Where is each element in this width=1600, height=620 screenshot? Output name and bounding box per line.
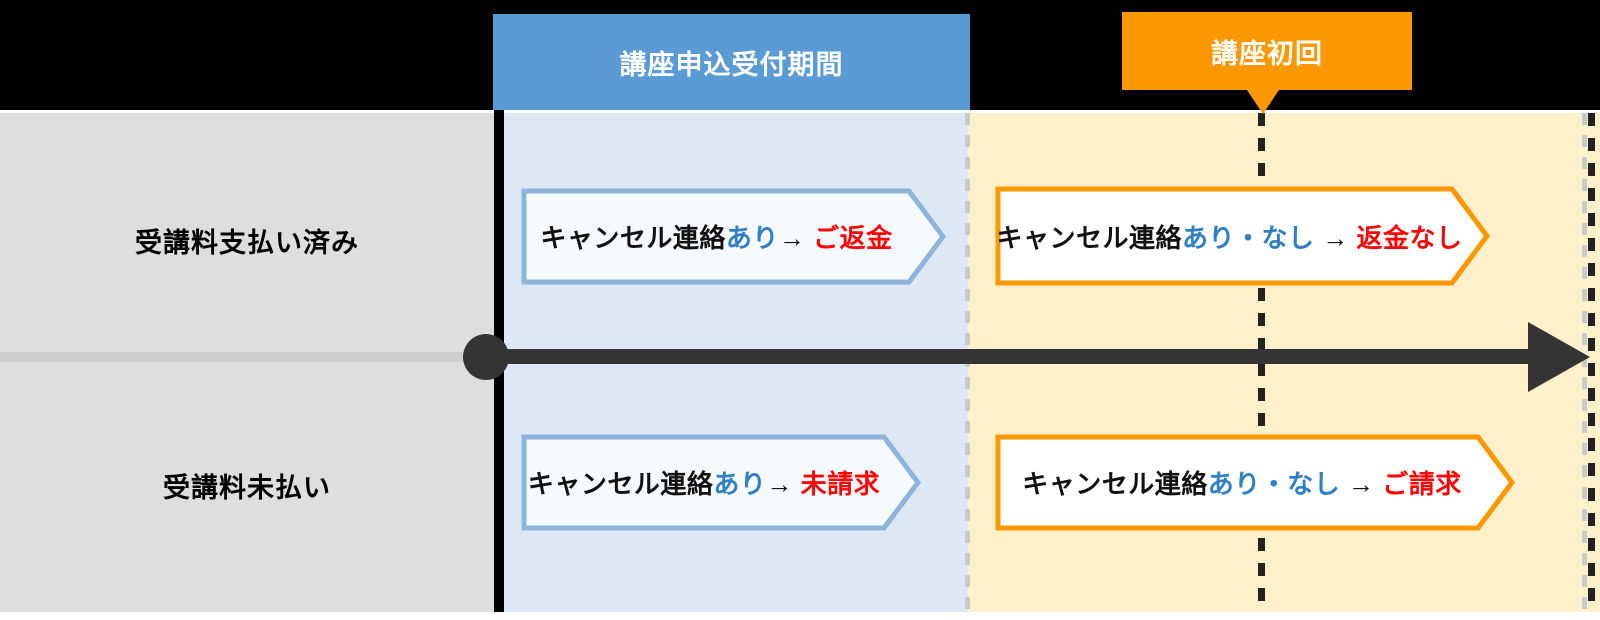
callout-condition: あり・なし — [1182, 222, 1315, 253]
header-first-session-pointer-icon — [1247, 90, 1279, 114]
callout-paid-before-text: キャンセル連絡あり→ ご返金 — [521, 218, 946, 255]
callout-result: 返金なし — [1356, 222, 1463, 253]
callout-arrow: → — [1348, 469, 1375, 499]
timeline-axis-line — [487, 349, 1552, 364]
bottom-white-strip — [0, 612, 1600, 620]
timeline-start-dot-icon — [463, 334, 509, 380]
chevron-shape-blue — [521, 434, 921, 531]
callout-paid-before: キャンセル連絡あり→ ご返金 — [521, 188, 946, 285]
row-label-paid-text: 受講料支払い済み — [135, 227, 359, 258]
callout-arrow: → — [1322, 222, 1349, 253]
callout-prefix: キャンセル連絡 — [540, 223, 726, 253]
row-label-unpaid: 受講料未払い — [0, 430, 494, 540]
callout-prefix: キャンセル連絡 — [527, 469, 714, 499]
chevron-shape-orange — [995, 434, 1515, 531]
header-application-period: 講座申込受付期間 — [493, 14, 970, 110]
header-first-session: 講座初回 — [1122, 12, 1412, 90]
timeline-prefix-line — [0, 352, 494, 362]
right-edge-dashed-line — [1588, 113, 1595, 612]
callout-unpaid-after: キャンセル連絡あり・なし → ご請求 — [995, 434, 1515, 531]
row-label-unpaid-text: 受講料未払い — [163, 472, 331, 503]
chevron-shape-blue — [521, 188, 946, 285]
label-column-divider — [494, 0, 504, 612]
callout-paid-after-text: キャンセル連絡あり・なし → 返金なし — [995, 218, 1490, 255]
callout-unpaid-before-text: キャンセル連絡あり→ 未請求 — [521, 464, 921, 501]
callout-condition: あり — [713, 469, 767, 499]
callout-prefix: キャンセル連絡 — [1022, 469, 1208, 499]
row-label-column — [0, 113, 494, 612]
timeline-arrowhead-icon — [1528, 322, 1590, 392]
callout-result: ご請求 — [1382, 469, 1462, 499]
callout-paid-after: キャンセル連絡あり・なし → 返金なし — [995, 186, 1490, 286]
header-application-period-label: 講座申込受付期間 — [619, 49, 844, 80]
callout-arrow: → — [778, 223, 806, 253]
callout-unpaid-before: キャンセル連絡あり→ 未請求 — [521, 434, 921, 531]
callout-unpaid-after-text: キャンセル連絡あり・なし → ご請求 — [995, 464, 1515, 501]
header-first-session-label: 講座初回 — [1211, 38, 1323, 69]
row-label-paid: 受講料支払い済み — [0, 180, 494, 300]
callout-prefix: キャンセル連絡 — [996, 222, 1182, 253]
callout-arrow: → — [766, 469, 793, 499]
chevron-shape-orange — [995, 186, 1490, 286]
callout-result: ご返金 — [813, 223, 893, 253]
callout-result: 未請求 — [800, 469, 881, 499]
callout-condition: あり — [725, 223, 779, 253]
callout-condition: あり・なし — [1207, 469, 1341, 499]
